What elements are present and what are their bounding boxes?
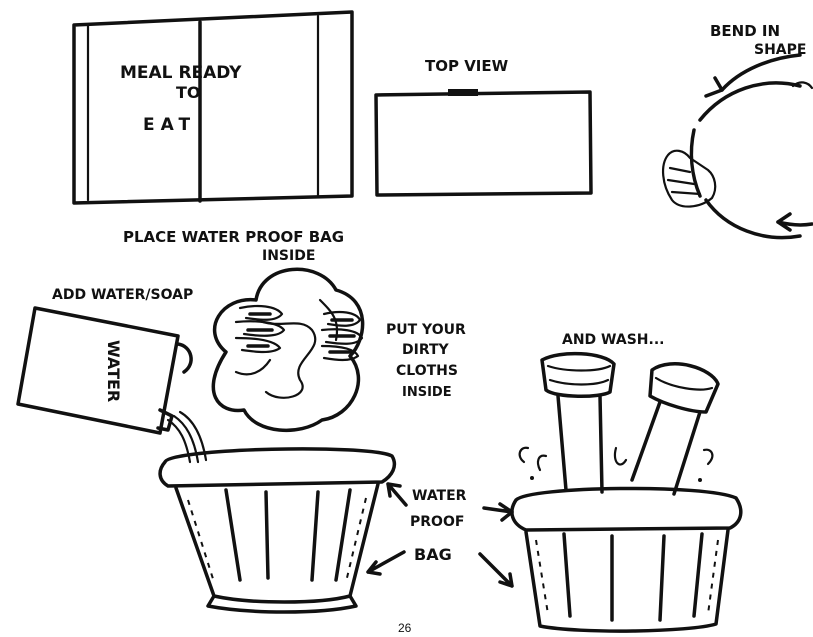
box-label-line1: MEAL READY <box>120 63 242 83</box>
put-clothes-line3: CLOTHS <box>396 363 458 379</box>
boots <box>542 354 718 494</box>
put-clothes-line1: PUT YOUR <box>386 322 466 338</box>
put-clothes-line2: DIRTY <box>402 342 450 358</box>
bag-label-line3: BAG <box>414 545 452 564</box>
hand-icon <box>663 151 715 207</box>
put-clothes-line4: INSIDE <box>402 385 452 400</box>
bag-label-line1: WATER <box>412 488 467 504</box>
dirty-clothes <box>213 269 362 430</box>
place-bag-line2: INSIDE <box>262 248 315 264</box>
right-hand-icon <box>322 312 362 360</box>
box-label-line2: TO <box>176 83 201 102</box>
add-water-label: ADD WATER/SOAP <box>52 287 193 303</box>
wash-label: AND WASH... <box>562 332 664 348</box>
page-number: 26 <box>398 621 412 635</box>
place-bag-line1: PLACE WATER PROOF BAG <box>123 228 344 246</box>
jug-label: WATER <box>104 340 123 402</box>
bend-label-line1: BEND IN <box>710 22 780 40</box>
mre-box <box>74 12 352 203</box>
bag-label-line2: PROOF <box>410 514 464 530</box>
top-view-box <box>376 89 591 195</box>
box-label-line3: EAT <box>143 115 196 135</box>
left-bucket <box>160 449 394 612</box>
top-view-label: TOP VIEW <box>425 57 509 75</box>
bend-circle <box>691 55 812 238</box>
right-bucket <box>512 488 741 631</box>
left-hand-icon <box>236 306 284 352</box>
